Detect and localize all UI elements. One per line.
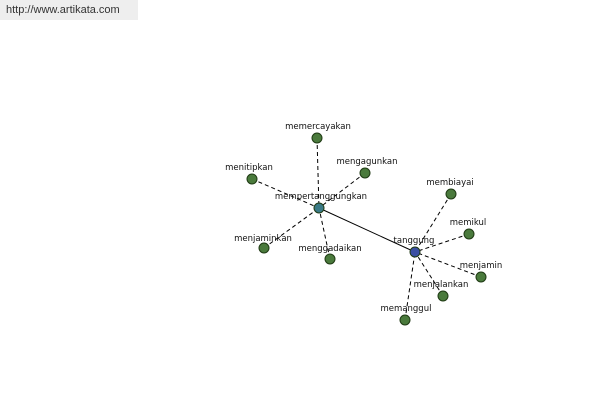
edge-menjalankan-tanggung bbox=[414, 251, 444, 297]
node-membiayai[interactable] bbox=[445, 188, 457, 200]
node-label-menjamin[interactable]: menjamin bbox=[460, 261, 503, 271]
node-label-tanggung[interactable]: tanggung bbox=[394, 236, 435, 246]
node-memanggul[interactable] bbox=[399, 314, 411, 326]
edge-membiayai-tanggung bbox=[414, 193, 452, 253]
edge-menitipkan-mempertanggungkan bbox=[251, 178, 320, 209]
node-label-menjaminkan[interactable]: menjaminkan bbox=[234, 234, 292, 244]
nodes-layer bbox=[246, 132, 487, 326]
edge-menggadaikan-mempertanggungkan bbox=[318, 207, 331, 260]
site-url[interactable]: http://www.artikata.com bbox=[0, 0, 138, 20]
edge-memanggul-tanggung bbox=[404, 251, 416, 321]
node-menjalankan[interactable] bbox=[437, 290, 449, 302]
node-label-memercayakan[interactable]: memercayakan bbox=[285, 122, 351, 132]
edge-mengagunkan-mempertanggungkan bbox=[318, 172, 366, 209]
node-label-mengagunkan[interactable]: mengagunkan bbox=[336, 157, 397, 167]
edge-menjamin-tanggung bbox=[414, 251, 482, 278]
node-memercayakan[interactable] bbox=[311, 132, 323, 144]
node-menggadaikan[interactable] bbox=[324, 253, 336, 265]
node-label-membiayai[interactable]: membiayai bbox=[426, 178, 473, 188]
edge-menjaminkan-mempertanggungkan bbox=[263, 207, 320, 249]
node-menjaminkan[interactable] bbox=[258, 242, 270, 254]
node-label-mempertanggungkan[interactable]: mempertanggungkan bbox=[275, 192, 367, 202]
node-label-menitipkan[interactable]: menitipkan bbox=[225, 163, 273, 173]
node-label-memikul[interactable]: memikul bbox=[450, 218, 487, 228]
node-label-memanggul[interactable]: memanggul bbox=[381, 304, 432, 314]
labels-layer: memercayakan menitipkan mengagunkan menjami… bbox=[225, 122, 502, 314]
node-mengagunkan[interactable] bbox=[359, 167, 371, 179]
edge-memikul-tanggung bbox=[414, 233, 470, 253]
node-menitipkan[interactable] bbox=[246, 173, 258, 185]
edge-memercayakan-mempertanggungkan bbox=[316, 137, 320, 209]
hub-node-mempertanggungkan[interactable] bbox=[313, 202, 325, 214]
node-label-menjalankan[interactable]: menjalankan bbox=[414, 280, 469, 290]
node-memikul[interactable] bbox=[463, 228, 475, 240]
edge-hub-link bbox=[318, 207, 416, 253]
edges-layer bbox=[251, 137, 482, 321]
node-label-menggadaikan[interactable]: menggadaikan bbox=[298, 244, 361, 254]
hub-node-tanggung[interactable] bbox=[409, 246, 421, 258]
node-menjamin[interactable] bbox=[475, 271, 487, 283]
